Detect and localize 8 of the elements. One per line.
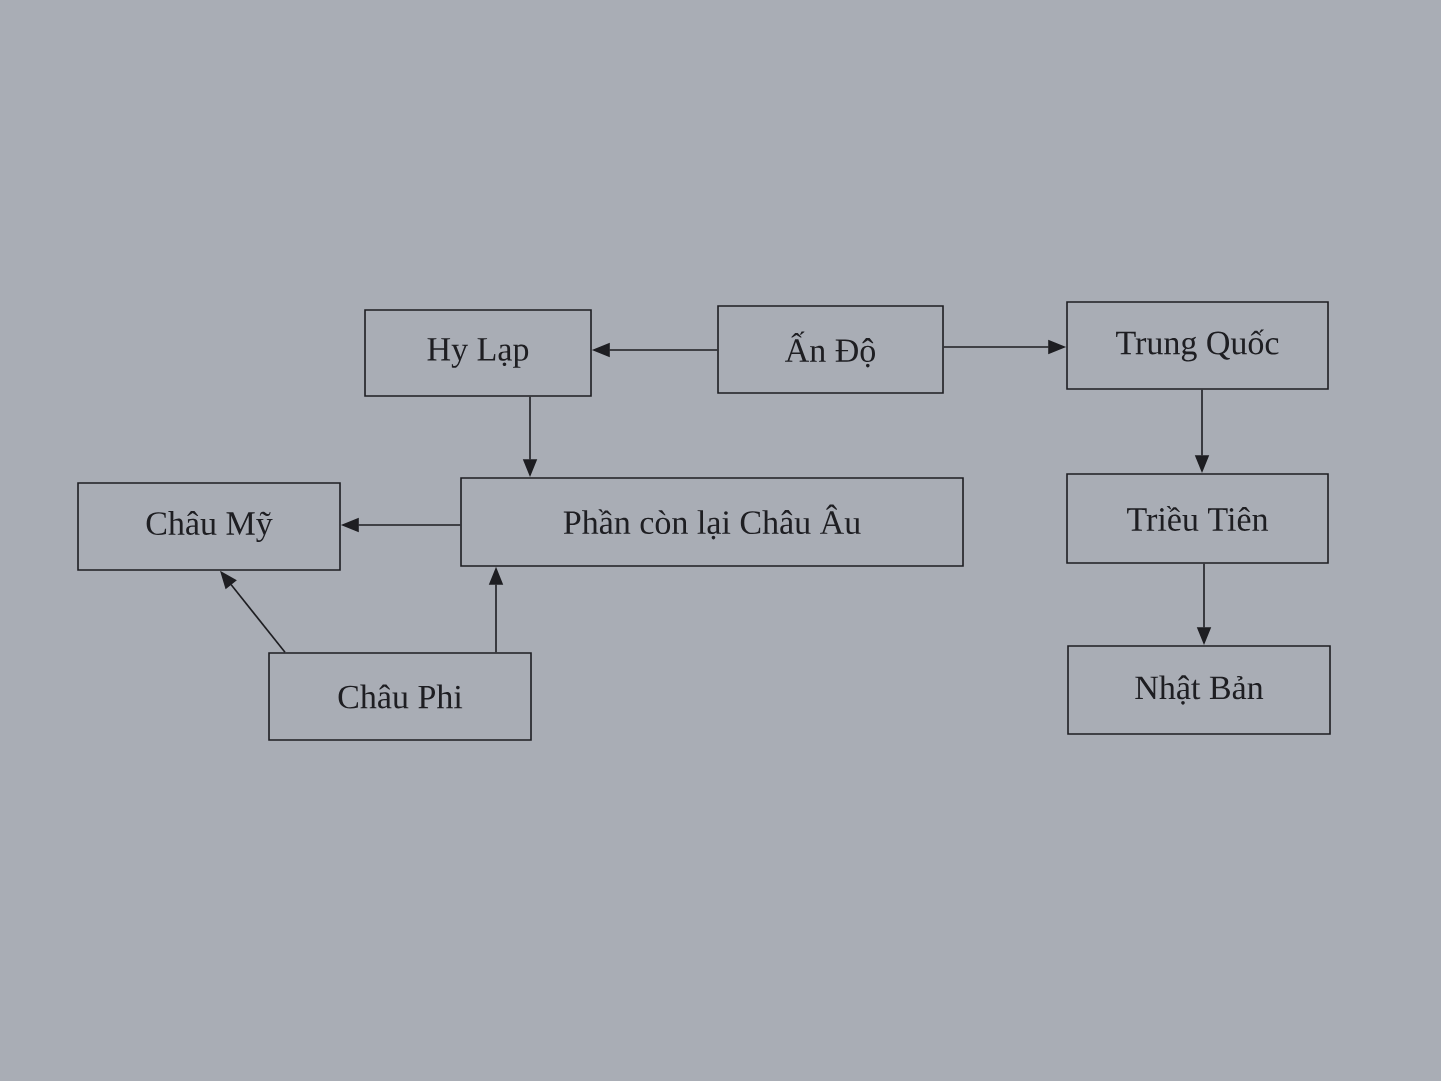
place-box: Châu Phi bbox=[268, 652, 532, 741]
place-box: Ấn Độ bbox=[717, 305, 944, 394]
place-box: Phần còn lại Châu Âu bbox=[460, 477, 964, 567]
place-box: Hy Lạp bbox=[364, 309, 592, 397]
place-box: Triều Tiên bbox=[1066, 473, 1329, 564]
place-box: Nhật Bản bbox=[1067, 645, 1331, 735]
place-box: Trung Quốc bbox=[1066, 301, 1329, 390]
place-box: Châu Mỹ bbox=[77, 482, 341, 571]
